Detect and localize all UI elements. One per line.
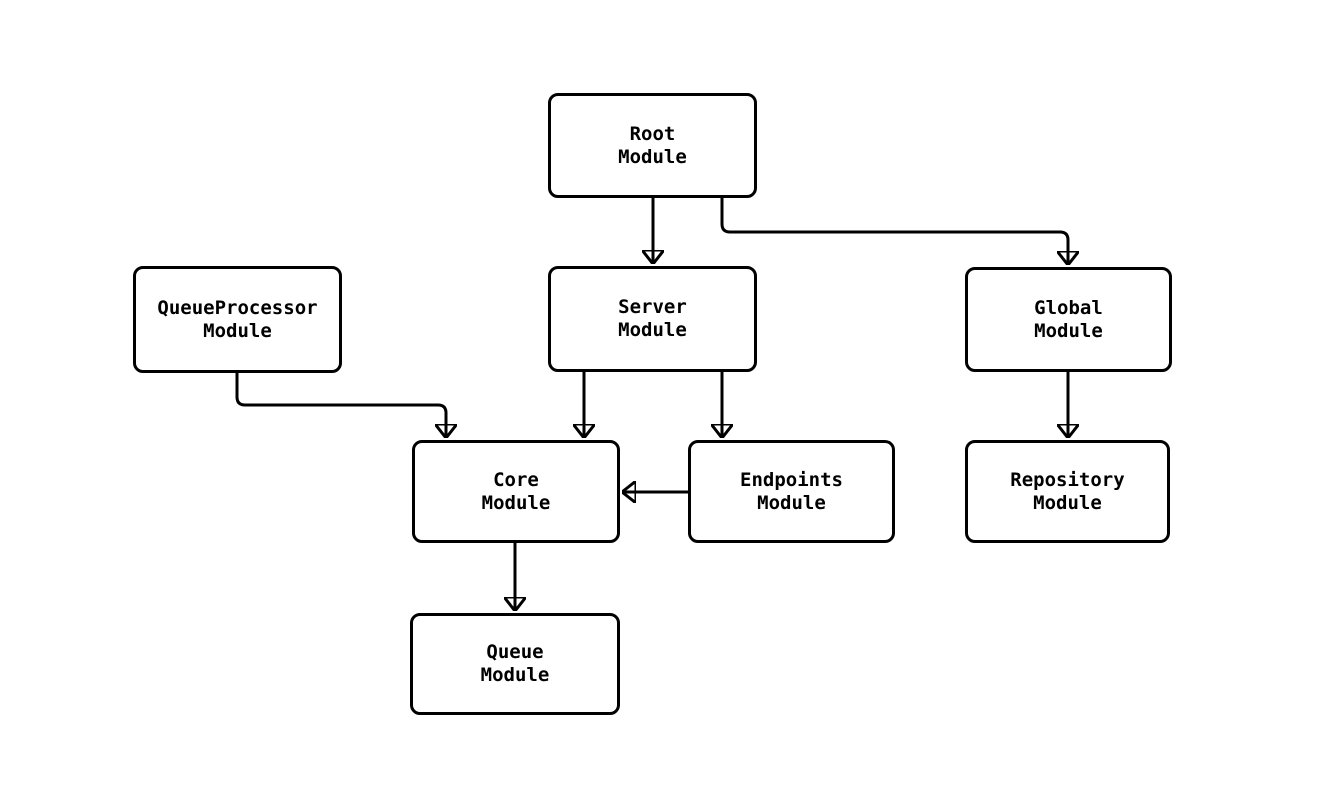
node-server-module: Server Module — [548, 266, 757, 372]
node-global-module-label: Global Module — [1034, 296, 1103, 342]
node-endpoints-module: Endpoints Module — [688, 440, 895, 543]
node-repository-module: Repository Module — [965, 440, 1170, 543]
edge-queueprocessor-to-core — [235, 373, 446, 436]
node-queue-module: Queue Module — [410, 613, 620, 715]
node-root-module: Root Module — [548, 93, 757, 198]
node-queueprocessor-module: QueueProcessor Module — [133, 266, 342, 373]
node-repository-module-label: Repository Module — [1010, 468, 1125, 514]
edge-root-to-global — [720, 198, 1068, 263]
node-core-module-label: Core Module — [481, 468, 551, 514]
node-root-module-label: Root Module — [618, 122, 687, 168]
node-queue-module-label: Queue Module — [480, 641, 550, 686]
node-queueprocessor-module-label: QueueProcessor Module — [157, 296, 318, 342]
node-server-module-label: Server Module — [618, 296, 687, 341]
node-core-module: Core Module — [412, 440, 620, 543]
node-global-module: Global Module — [965, 267, 1172, 372]
node-endpoints-module-label: Endpoints Module — [740, 468, 843, 514]
